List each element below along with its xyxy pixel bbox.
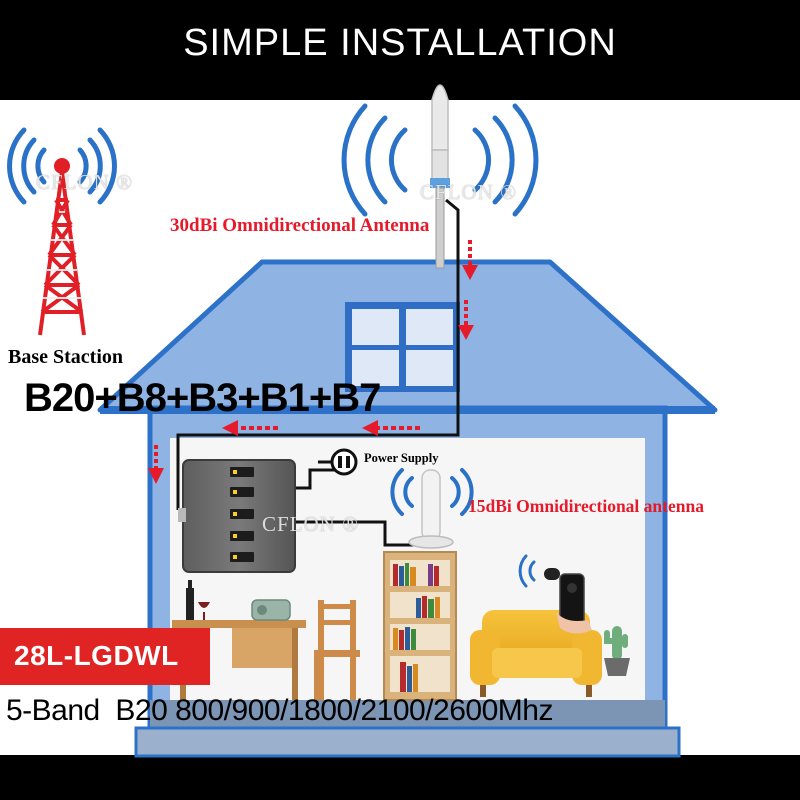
outdoor-antenna-label: 30dBi Omnidirectional Antenna bbox=[170, 215, 430, 236]
indoor-antenna-icon bbox=[390, 468, 474, 549]
attic-window bbox=[345, 302, 460, 392]
arrow-left-2 bbox=[222, 420, 278, 436]
booster-device-icon bbox=[178, 459, 296, 573]
outdoor-antenna-icon bbox=[341, 84, 539, 269]
watermark: CFLON ® bbox=[36, 170, 134, 194]
header-bar bbox=[0, 0, 800, 100]
arrow-down-2 bbox=[458, 300, 474, 340]
page-title: SIMPLE INSTALLATION bbox=[183, 22, 617, 64]
phone-icon bbox=[518, 554, 592, 634]
base-station-label: Base Staction bbox=[8, 346, 123, 368]
desk-icon bbox=[172, 580, 306, 700]
bands-label: B20+B8+B3+B1+B7 bbox=[24, 376, 381, 420]
chair-icon bbox=[314, 600, 360, 700]
arrow-down-1 bbox=[462, 240, 478, 280]
cactus-icon bbox=[604, 626, 630, 676]
power-supply-label: Power Supply bbox=[364, 451, 439, 465]
cable bbox=[176, 198, 460, 547]
model-label: 28L-LGDWL bbox=[14, 640, 179, 671]
signal-arrows bbox=[148, 240, 478, 484]
arrow-left-1 bbox=[362, 420, 420, 436]
house-eave bbox=[100, 406, 715, 414]
power-plug-icon bbox=[318, 448, 358, 476]
model-badge bbox=[0, 628, 210, 685]
bookcase-icon bbox=[383, 551, 457, 701]
frequency-label: 5-Band B20 800/900/1800/2100/2600Mhz bbox=[6, 694, 553, 727]
arrow-down-3 bbox=[148, 445, 164, 484]
cell-tower-icon bbox=[7, 127, 117, 336]
watermark: CFLON ® bbox=[262, 512, 360, 536]
watermark: CFLON ® bbox=[420, 180, 518, 204]
indoor-antenna-label: 15dBi Omnidirectional antenna bbox=[468, 496, 704, 516]
ground-band bbox=[0, 755, 800, 800]
house-base bbox=[134, 726, 681, 758]
